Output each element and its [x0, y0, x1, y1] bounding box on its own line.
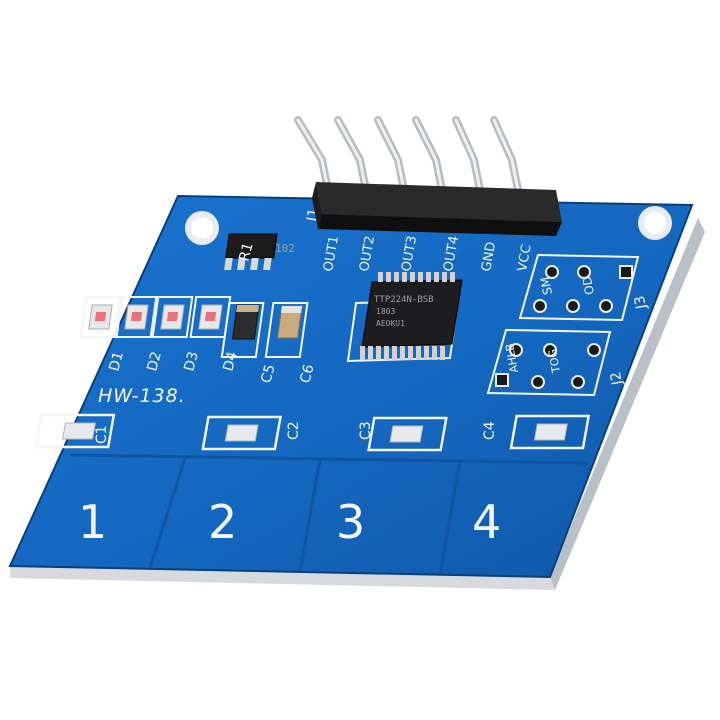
cap-pad-c4	[509, 414, 591, 450]
pin-label-out1: OUT1	[321, 235, 342, 273]
capacitor-c5	[220, 302, 265, 358]
pin-label-out2: OUT2	[357, 235, 378, 273]
resistor-r1	[224, 233, 278, 270]
jumper-j2-right-label: TOG	[546, 348, 563, 375]
led-d3	[151, 296, 194, 338]
chip-marking-1: TTP224N-BSB	[374, 295, 434, 305]
led-label-d1: D1	[106, 350, 127, 373]
capacitor-c6	[264, 302, 309, 358]
resistor-code: 102	[275, 242, 295, 255]
pin-header-housing	[312, 182, 562, 236]
led-d4	[189, 296, 232, 338]
cap-label-c6: C6	[297, 363, 317, 385]
led-d1	[79, 296, 122, 338]
led-label-d3: D3	[181, 350, 202, 373]
led-label-d4: D4	[220, 350, 241, 373]
jumper-j2-left-label: AHLB	[503, 342, 521, 373]
chip-marking-3: AEOKU1	[376, 319, 405, 328]
cap-label-c4: C4	[482, 421, 498, 440]
jumper-j3-label: J3	[632, 294, 650, 311]
jumper-j3	[518, 253, 640, 322]
pin-label-out3: OUT3	[399, 235, 420, 273]
touch-pad-3-label: 3	[336, 495, 365, 549]
mounting-hole-right	[638, 206, 672, 240]
pin-label-gnd: GND	[479, 241, 499, 273]
jumper-j3-right-label: OD	[580, 275, 597, 296]
led-label-d2: D2	[144, 350, 165, 373]
mounting-hole-left	[185, 211, 219, 245]
resistor-label: R1	[236, 241, 256, 263]
touch-ic	[346, 272, 463, 363]
jumper-j3-left-label: SM	[538, 276, 555, 296]
led-d2	[115, 296, 158, 338]
cap-pad-c2	[201, 415, 282, 451]
pin-label-out4: OUT4	[441, 235, 462, 273]
jumper-j2	[486, 328, 612, 397]
touch-pad-1-label: 1	[78, 495, 107, 549]
cap-label-c2: C2	[286, 421, 302, 440]
touch-pad-2-label: 2	[208, 495, 237, 549]
cap-label-c1: C1	[94, 425, 110, 444]
touch-pad-dividers	[69, 453, 589, 575]
model-label: HW-138.	[98, 385, 186, 407]
cap-label-c3: C3	[358, 421, 374, 440]
jumper-j2-label: J2	[608, 370, 626, 387]
chip-marking-2: 1803	[376, 307, 395, 316]
touch-pad-4-label: 4	[472, 495, 501, 549]
cap-pad-c3	[367, 416, 448, 452]
pcb-edge	[10, 566, 555, 590]
cap-pad-c1	[34, 413, 116, 449]
cap-label-c5: C5	[258, 363, 278, 385]
pcb-side-edge	[550, 218, 705, 590]
pin-label-vcc: VCC	[515, 243, 534, 272]
